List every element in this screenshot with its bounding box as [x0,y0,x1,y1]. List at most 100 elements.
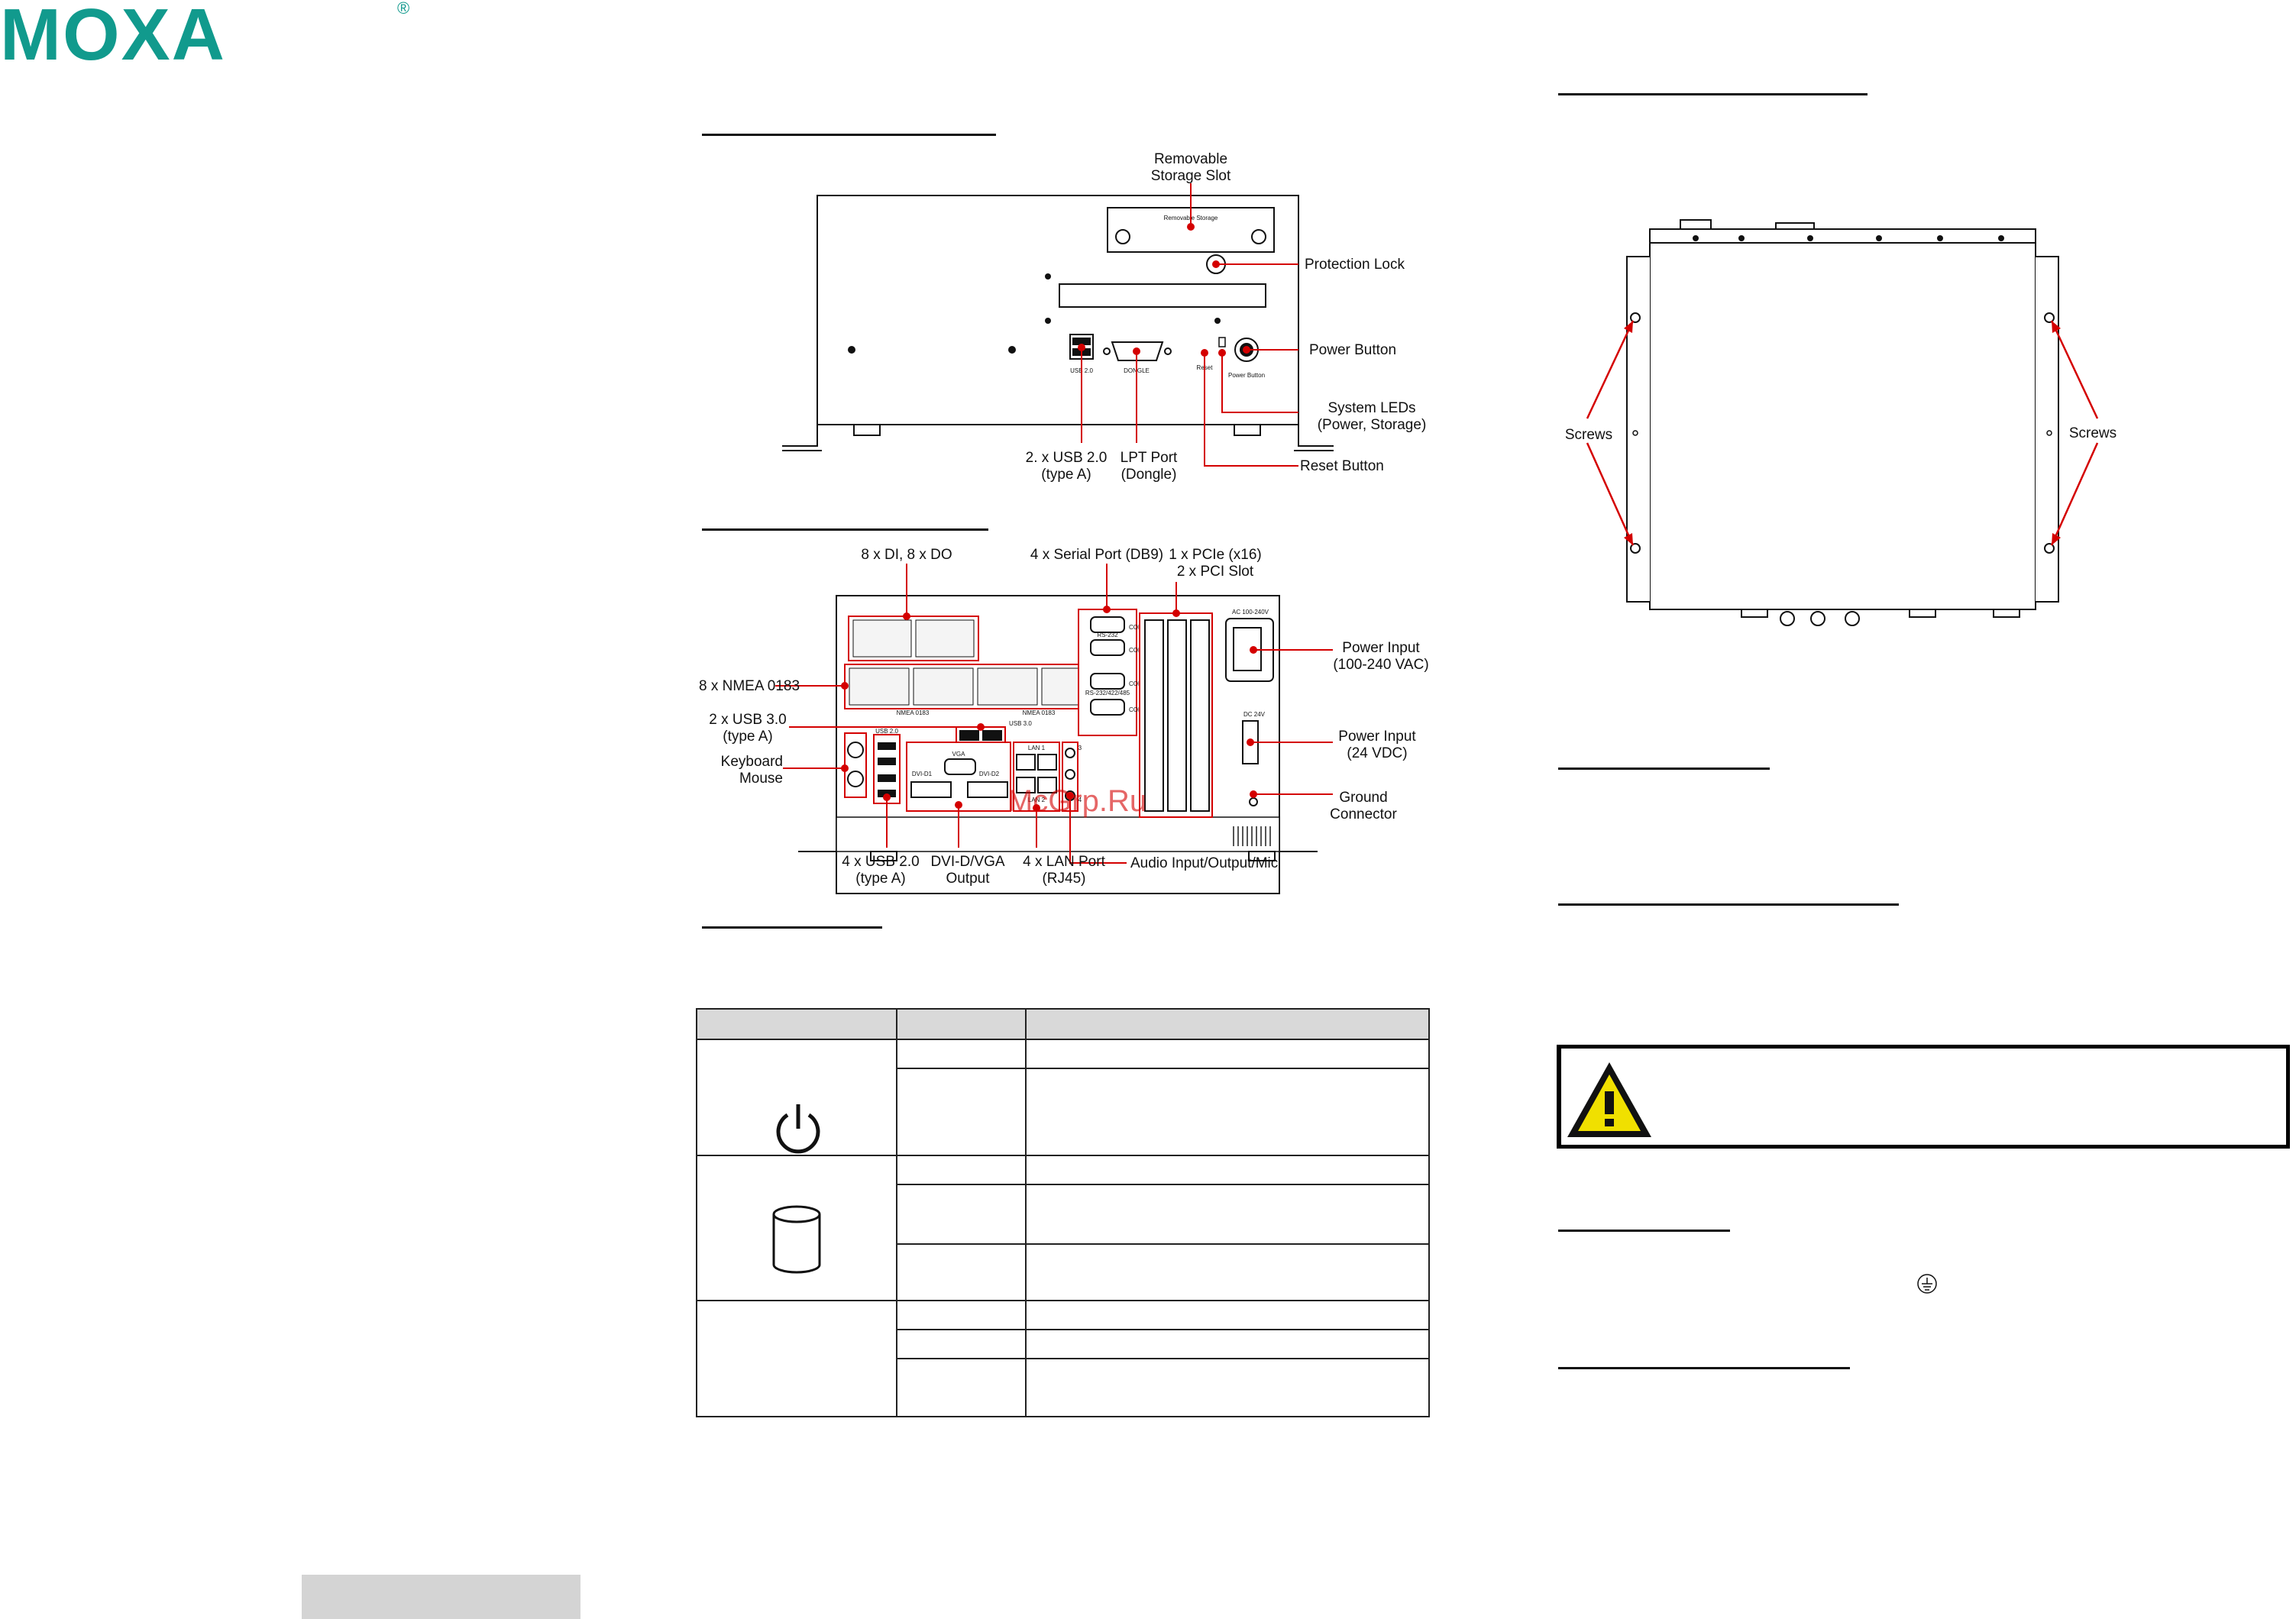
table-cell [1025,1329,1430,1359]
section-rule-2 [1558,903,1899,906]
rear-view-heading-rule [702,528,988,531]
svg-text:LAN 2: LAN 2 [1028,797,1046,803]
table-cell [1025,1184,1430,1245]
svg-text:Ground: Ground [1339,790,1387,806]
svg-text:McGrp.Ru: McGrp.Ru [1007,784,1146,818]
svg-text:RS-232/422/485: RS-232/422/485 [1085,690,1130,696]
power-led-cell [695,1039,898,1156]
svg-text:COM4: COM4 [1129,706,1147,713]
svg-text:Mouse: Mouse [739,771,783,787]
side-view-heading-rule [1558,93,1868,95]
svg-text:DC 24V: DC 24V [1243,711,1266,718]
table-cell [1025,1039,1430,1069]
svg-text:8 x DI, 8 x DO: 8 x DI, 8 x DO [861,547,952,563]
svg-text:DVI-D1: DVI-D1 [912,771,933,777]
svg-text:COM1: COM1 [1129,624,1147,631]
table-row [697,1068,1430,1156]
table-cell [1025,1300,1430,1330]
moxa-logo: MOXA ® [0,0,409,67]
table-row [695,1039,1430,1156]
table-header-cell [695,1008,898,1040]
svg-text:Power Button: Power Button [1309,342,1396,358]
svg-text:RS-232: RS-232 [1097,632,1118,638]
svg-text:(Power, Storage): (Power, Storage) [1318,417,1427,433]
svg-text:Audio Input/Output/Mic: Audio Input/Output/Mic [1130,855,1278,871]
table-cell [896,1039,1027,1069]
svg-text:2 x USB 3.0: 2 x USB 3.0 [709,712,786,728]
led-indicator-table [695,1008,1430,1417]
svg-text:Power Input: Power Input [1342,640,1420,656]
svg-text:4 x Serial Port (DB9): 4 x Serial Port (DB9) [1030,547,1163,563]
rear-view-diagram: NMEA 0183 NMEA 0183 COM1 COM2 COM3 COM4 … [699,547,1429,894]
svg-text:(type A): (type A) [855,871,905,887]
warning-box [1557,1045,2290,1149]
warning-box-left-bar [1557,1045,1561,1149]
svg-text:(type A): (type A) [1041,467,1091,483]
table-row [697,1243,1430,1301]
power-icon [776,1104,820,1154]
front-view-heading-rule [702,134,996,136]
svg-text:LAN 1: LAN 1 [1028,745,1046,751]
svg-text:System LEDs: System LEDs [1327,400,1415,416]
storage-icon [772,1205,821,1274]
svg-text:Removable: Removable [1154,151,1227,167]
svg-text:1 x PCIe (x16): 1 x PCIe (x16) [1169,547,1261,563]
svg-text:VGA: VGA [952,751,966,758]
svg-text:(100-240 VAC): (100-240 VAC) [1333,657,1428,673]
svg-text:Keyboard: Keyboard [721,754,783,770]
section-rule-1 [1558,767,1770,770]
svg-text:USB 3.0: USB 3.0 [1009,720,1032,727]
svg-text:(type A): (type A) [723,729,772,745]
section-rule-3 [1558,1230,1730,1232]
svg-text:AC 100-240V: AC 100-240V [1232,609,1269,616]
svg-text:NMEA 0183: NMEA 0183 [1023,709,1056,716]
svg-text:(24 VDC): (24 VDC) [1347,745,1407,761]
svg-text:NMEA 0183: NMEA 0183 [897,709,930,716]
table-cell [896,1184,1027,1245]
svg-text:4 x LAN Port: 4 x LAN Port [1023,854,1105,870]
svg-text:Screws: Screws [2069,425,2117,441]
svg-text:Reset Button: Reset Button [1300,458,1384,474]
svg-text:Screws: Screws [1565,427,1612,443]
table-row [695,1155,1430,1301]
table-cell [896,1155,1027,1185]
table-cell [1025,1068,1430,1156]
front-view-diagram: Removable Storage USB 2.0 DONGLE Reset P… [782,151,1427,483]
table-cell [896,1243,1027,1301]
svg-text:LPT Port: LPT Port [1121,450,1178,466]
svg-text:USB 2.0: USB 2.0 [875,728,898,735]
table-cell [896,1300,1027,1330]
ground-symbol-icon [1917,1274,1937,1294]
svg-text:2 x PCI Slot: 2 x PCI Slot [1177,564,1254,580]
footer-bar [302,1575,580,1619]
svg-text:Output: Output [946,871,990,887]
svg-text:COM3: COM3 [1129,680,1147,687]
svg-text:MOXA: MOXA [0,0,226,67]
svg-text:Connector: Connector [1330,806,1397,822]
svg-text:Power Button: Power Button [1228,372,1265,379]
table-row [697,1329,1430,1359]
table-header-row [695,1008,1430,1040]
table-cell [1025,1358,1430,1417]
table-row [697,1184,1430,1245]
table-cell [1025,1155,1430,1185]
svg-text:COM2: COM2 [1129,647,1147,654]
svg-text:DVI-D2: DVI-D2 [979,771,1000,777]
svg-text:Protection Lock: Protection Lock [1305,257,1405,273]
led-heading-rule [702,926,882,929]
table-cell [896,1358,1027,1417]
storage-led-cell [695,1155,898,1301]
table-cell [896,1329,1027,1359]
table-header-cell [1025,1008,1430,1040]
table-header-cell [896,1008,1027,1040]
svg-text:8 x NMEA 0183: 8 x NMEA 0183 [699,678,800,694]
table-cell [695,1300,898,1417]
section-rule-4 [1558,1367,1850,1369]
table-row [697,1358,1430,1417]
svg-text:4 x USB 2.0: 4 x USB 2.0 [842,854,919,870]
svg-text:2. x USB 2.0: 2. x USB 2.0 [1026,450,1108,466]
svg-text:Power Input: Power Input [1338,729,1416,745]
table-row [695,1300,1430,1417]
svg-text:Storage Slot: Storage Slot [1151,168,1231,184]
svg-text:(Dongle): (Dongle) [1121,467,1177,483]
